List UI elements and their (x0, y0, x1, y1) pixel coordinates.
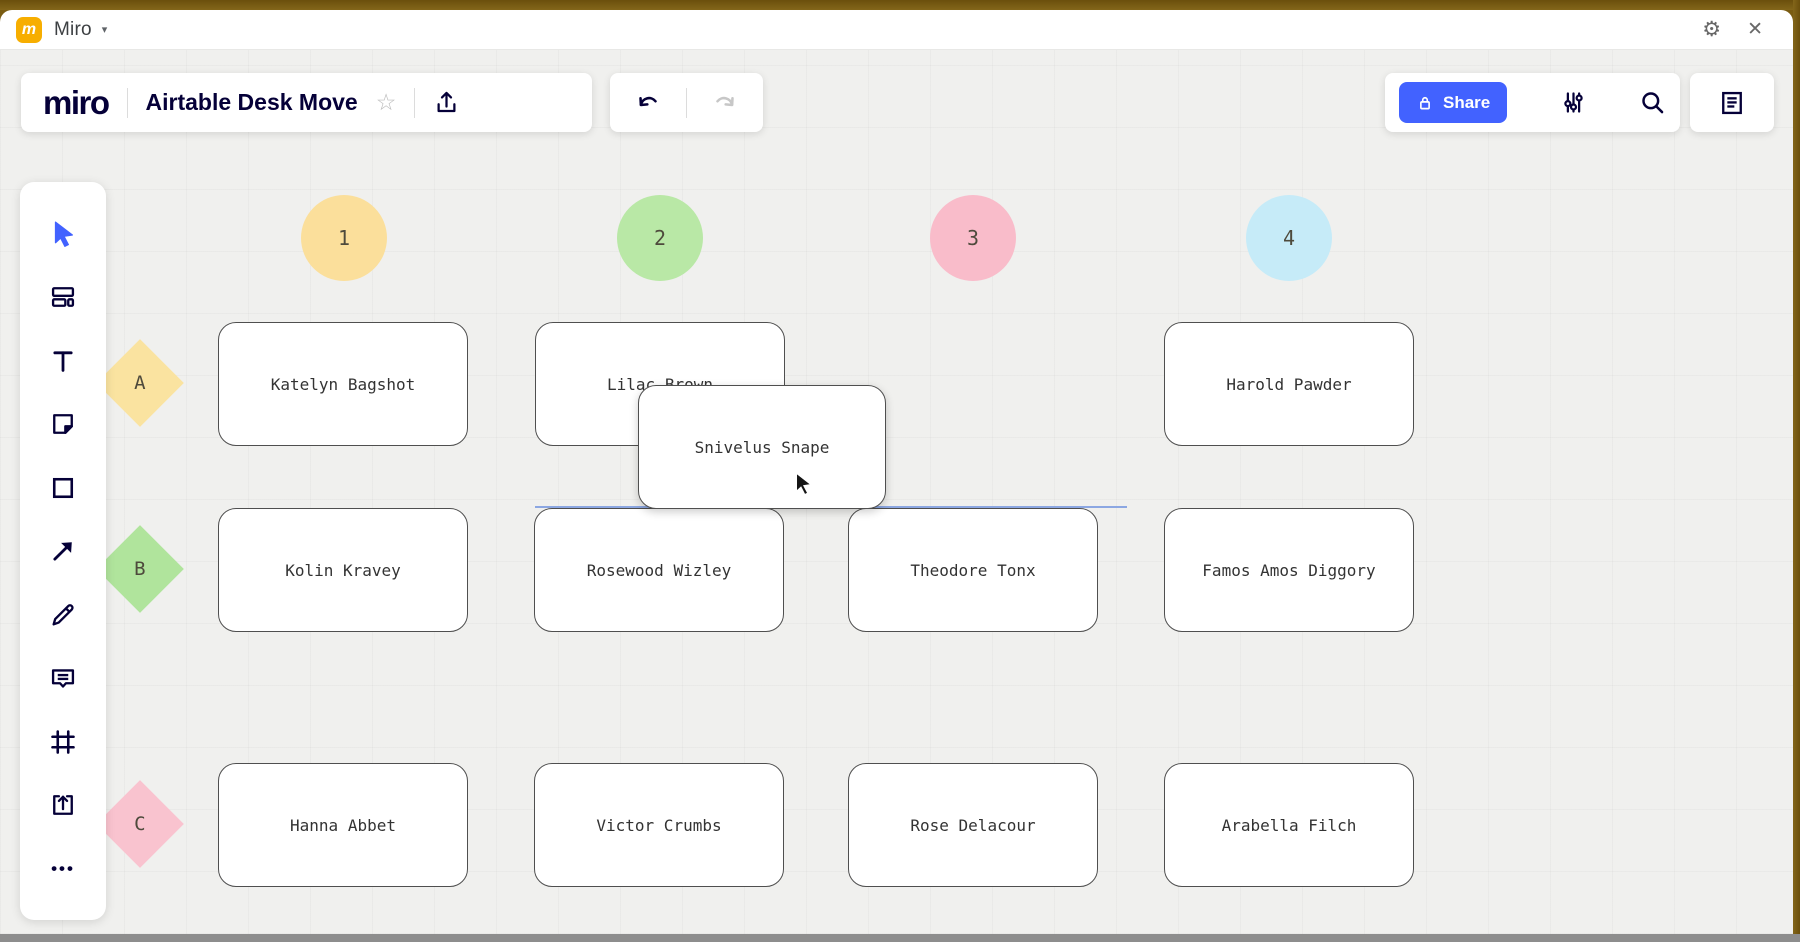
desk-card-name: Kolin Kravey (285, 560, 401, 580)
export-board-icon[interactable] (433, 89, 460, 116)
connector-arrow-icon[interactable] (41, 529, 85, 573)
row-diamond-c[interactable]: C (96, 780, 184, 868)
divider (126, 87, 128, 118)
desk-card[interactable]: Hanna Abbet (218, 763, 468, 887)
favorite-star-icon[interactable]: ☆ (375, 89, 397, 115)
miro-wordmark[interactable]: miro (43, 83, 110, 121)
desk-card[interactable]: Famos Amos Diggory (1164, 508, 1414, 632)
row-label: C (134, 812, 146, 835)
window-frame-top (0, 0, 1800, 10)
desk-card-name: Theodore Tonx (910, 560, 1036, 580)
row-label: A (134, 371, 146, 394)
search-icon[interactable] (1639, 89, 1666, 116)
desk-card-name: Harold Pawder (1226, 374, 1352, 394)
tools-sidebar: ••• (20, 182, 106, 920)
window-caret-icon[interactable]: ▾ (101, 24, 108, 36)
desk-card[interactable]: Katelyn Bagshot (218, 322, 468, 446)
window-close-icon[interactable]: ✕ (1747, 19, 1763, 40)
window-title: Miro (54, 18, 92, 40)
undo-icon[interactable] (634, 89, 662, 117)
shape-icon[interactable] (41, 466, 85, 510)
upload-icon[interactable] (41, 783, 85, 827)
comment-icon[interactable] (41, 656, 85, 700)
row-diamond-a[interactable]: A (96, 339, 184, 427)
desk-card[interactable]: Theodore Tonx (848, 508, 1098, 632)
desk-card[interactable]: Arabella Filch (1164, 763, 1414, 887)
desk-card-name: Rose Delacour (910, 815, 1036, 835)
row-diamond-b[interactable]: B (96, 525, 184, 613)
notes-panel (1690, 73, 1774, 132)
mouse-cursor-icon (791, 471, 817, 497)
column-circle-3[interactable]: 3 (930, 195, 1016, 281)
filters-sliders-icon[interactable] (1560, 89, 1587, 116)
desk-card[interactable]: Rosewood Wizley (534, 508, 784, 632)
column-label: 2 (653, 226, 667, 250)
column-circle-1[interactable]: 1 (301, 195, 387, 281)
window-frame-right (1793, 0, 1800, 934)
miro-app-icon: m (16, 16, 42, 43)
frame-icon[interactable] (41, 720, 85, 764)
board-title[interactable]: Airtable Desk Move (145, 89, 358, 115)
share-panel: Share (1385, 73, 1680, 132)
pen-icon[interactable] (41, 593, 85, 637)
divider (686, 87, 687, 118)
redo-icon[interactable] (711, 89, 739, 117)
desk-card-name: Hanna Abbet (290, 815, 396, 835)
column-circle-4[interactable]: 4 (1246, 195, 1332, 281)
desk-card-name: Rosewood Wizley (586, 560, 732, 580)
select-cursor-icon[interactable] (41, 212, 85, 256)
dragged-desk-card[interactable]: Snivelus Snape (638, 385, 886, 509)
desk-card[interactable]: Harold Pawder (1164, 322, 1414, 446)
column-label: 4 (1282, 226, 1296, 250)
share-button[interactable]: Share (1399, 82, 1508, 123)
divider (414, 87, 416, 118)
text-icon[interactable] (41, 339, 85, 383)
column-circle-2[interactable]: 2 (617, 195, 703, 281)
column-label: 1 (337, 226, 351, 250)
window-frame-bottom (0, 934, 1800, 942)
undo-redo-panel (610, 73, 763, 132)
desk-card[interactable]: Victor Crumbs (534, 763, 784, 887)
notes-document-icon[interactable] (1718, 89, 1746, 117)
settings-gear-icon[interactable]: ⚙ (1702, 18, 1722, 41)
sticky-note-icon[interactable] (41, 402, 85, 446)
row-label: B (134, 557, 146, 580)
desk-card-name: Snivelus Snape (694, 437, 830, 457)
more-tools-icon[interactable]: ••• (51, 858, 75, 878)
share-button-label: Share (1443, 92, 1491, 112)
desk-card[interactable]: Rose Delacour (848, 763, 1098, 887)
desk-card-name: Arabella Filch (1221, 815, 1357, 835)
templates-icon[interactable] (41, 275, 85, 319)
desk-card-name: Katelyn Bagshot (270, 374, 416, 394)
board-header-panel: miro Airtable Desk Move ☆ (21, 73, 592, 132)
desk-card-name: Famos Amos Diggory (1202, 560, 1376, 580)
column-label: 3 (966, 226, 980, 250)
window-titlebar: m Miro ▾ ⚙ ✕ (0, 10, 1793, 50)
desk-card[interactable]: Kolin Kravey (218, 508, 468, 632)
desk-card-name: Victor Crumbs (596, 815, 722, 835)
board-canvas[interactable]: 1 2 3 4 A B C Katelyn Bagshot Lilac Brow… (0, 50, 1793, 934)
